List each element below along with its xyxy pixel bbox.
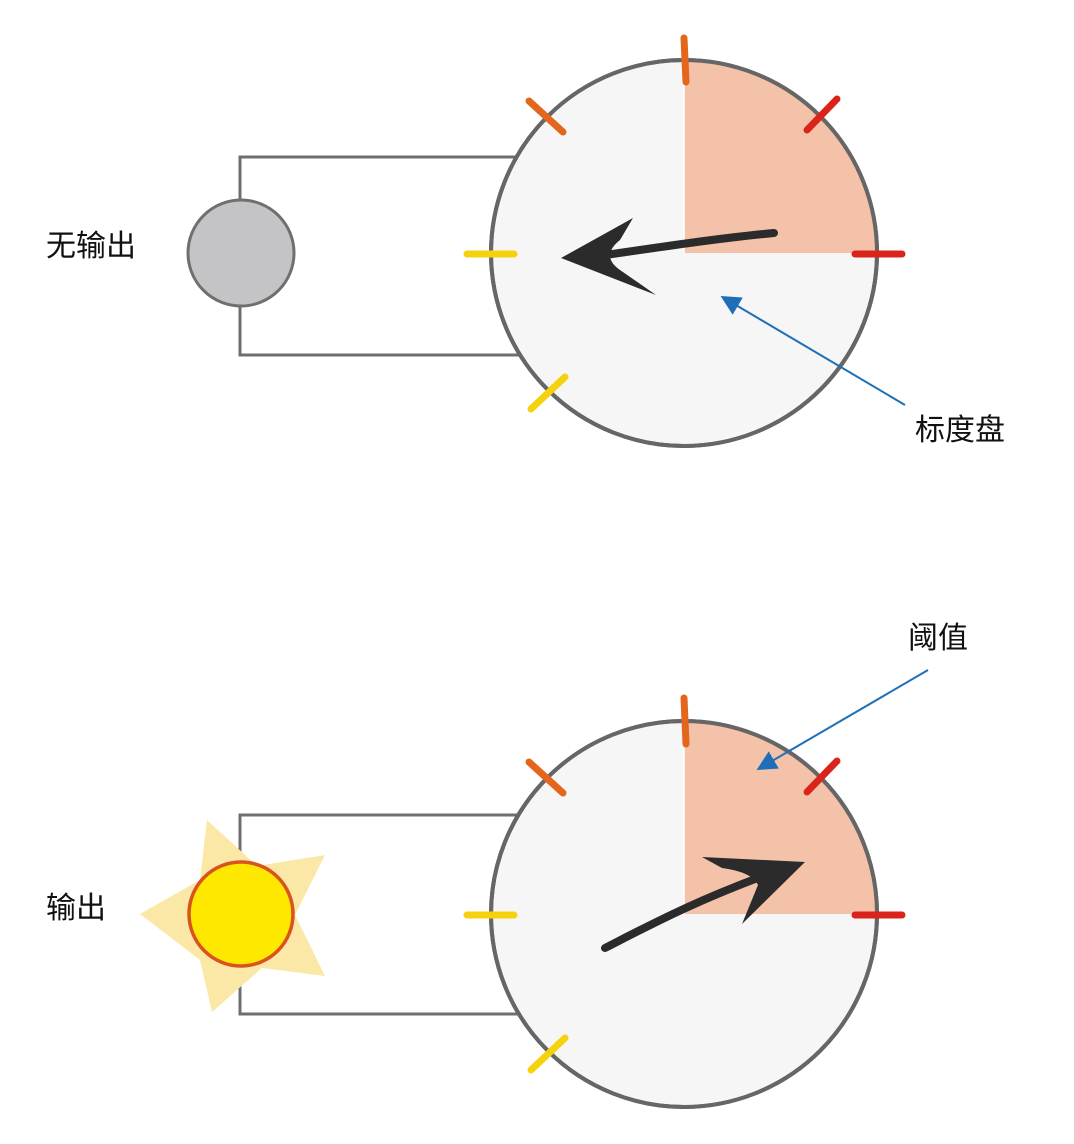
circuit-wire — [238, 155, 522, 357]
tick-red — [803, 95, 841, 134]
output-label: 输出 — [46, 891, 106, 926]
dial — [463, 34, 906, 448]
tick-yellow — [527, 1034, 569, 1074]
no-output-label: 无输出 — [46, 229, 136, 264]
tick-orange — [525, 758, 567, 797]
dial — [463, 669, 929, 1109]
threshold-zone — [684, 60, 877, 253]
tick-red — [803, 757, 841, 796]
panel-no-output: 无输出 标度盘 — [46, 34, 1005, 448]
sun-bulb-icon — [140, 820, 325, 1012]
threshold-callout-label: 阈值 — [908, 621, 968, 656]
tick-orange — [680, 694, 690, 748]
callout-arrow — [720, 295, 906, 406]
callout-arrow — [756, 669, 929, 771]
tick-yellow — [527, 373, 569, 413]
grey-bulb-icon — [186, 198, 296, 308]
dial-callout-label: 标度盘 — [915, 413, 1005, 448]
arrow-pointer-icon — [561, 218, 778, 295]
tick-orange — [680, 34, 690, 86]
panel-output: 输出 阈值 — [46, 621, 968, 1109]
tick-orange — [525, 97, 567, 136]
arrow-pointer-icon — [601, 857, 805, 952]
